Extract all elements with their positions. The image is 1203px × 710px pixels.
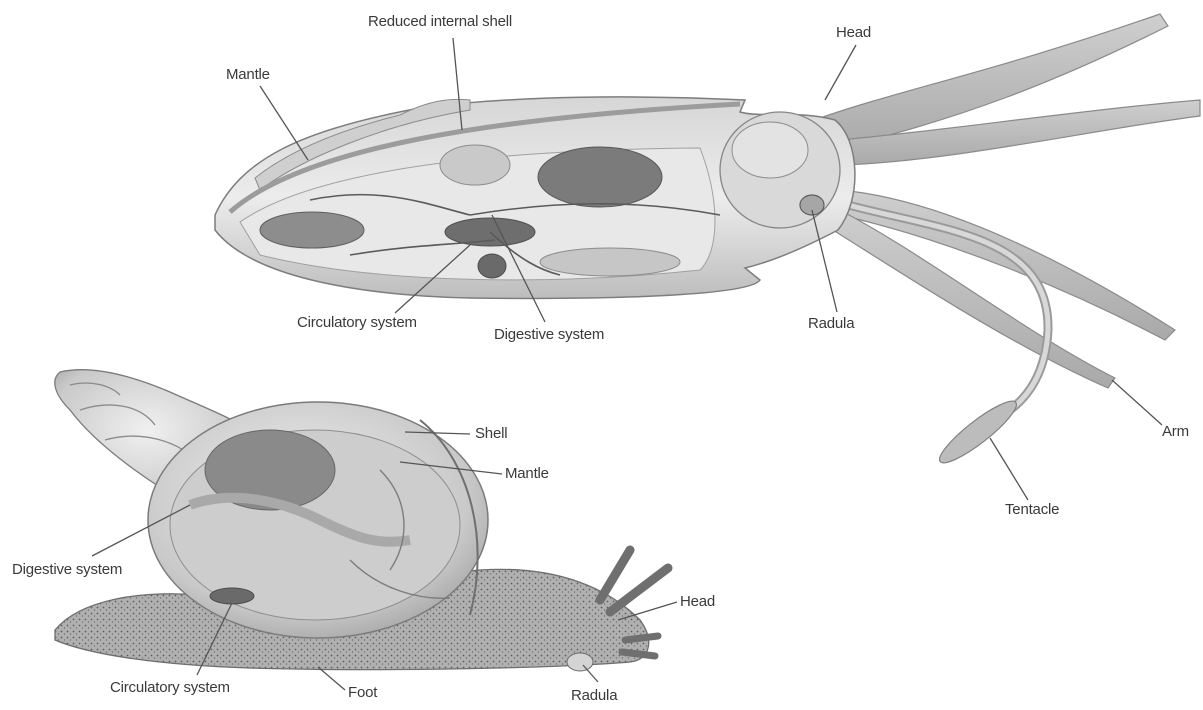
snail-tentacle-4 (622, 652, 655, 656)
label-snail-shell: Shell (475, 426, 507, 441)
label-snail-head: Head (680, 594, 715, 609)
label-squid-radula: Radula (808, 316, 854, 331)
snail-tentacle-3 (625, 636, 658, 640)
snail-illustration (55, 370, 668, 671)
leader-snail-foot (318, 667, 345, 690)
squid-tentacle-club (933, 394, 1022, 470)
squid-ink-sac (540, 248, 680, 276)
squid-eye (732, 122, 808, 178)
label-squid-circulatory-system: Circulatory system (297, 315, 417, 330)
label-squid-tentacle: Tentacle (1005, 502, 1059, 517)
snail-heart (210, 588, 254, 604)
label-snail-mantle: Mantle (505, 466, 549, 481)
squid-digestive-gland (440, 145, 510, 185)
label-squid-mantle: Mantle (226, 67, 270, 82)
label-squid-head: Head (836, 25, 871, 40)
label-snail-circulatory-system: Circulatory system (110, 680, 230, 695)
snail-eye-tentacle-1 (600, 550, 630, 600)
label-snail-foot: Foot (348, 685, 377, 700)
squid-illustration (215, 14, 1200, 470)
snail-radula (567, 653, 593, 671)
squid-heart (478, 254, 506, 278)
label-snail-radula: Radula (571, 688, 617, 703)
squid-gonad (260, 212, 364, 248)
label-snail-digestive-system: Digestive system (12, 562, 122, 577)
leader-squid-tentacle (990, 438, 1028, 500)
label-squid-digestive-system: Digestive system (494, 327, 604, 342)
squid-stomach (538, 147, 662, 207)
label-squid-reduced-internal-shell: Reduced internal shell (368, 14, 512, 29)
leader-squid-arm (1112, 380, 1162, 425)
leader-squid-head (825, 45, 856, 100)
label-squid-arm: Arm (1162, 424, 1189, 439)
